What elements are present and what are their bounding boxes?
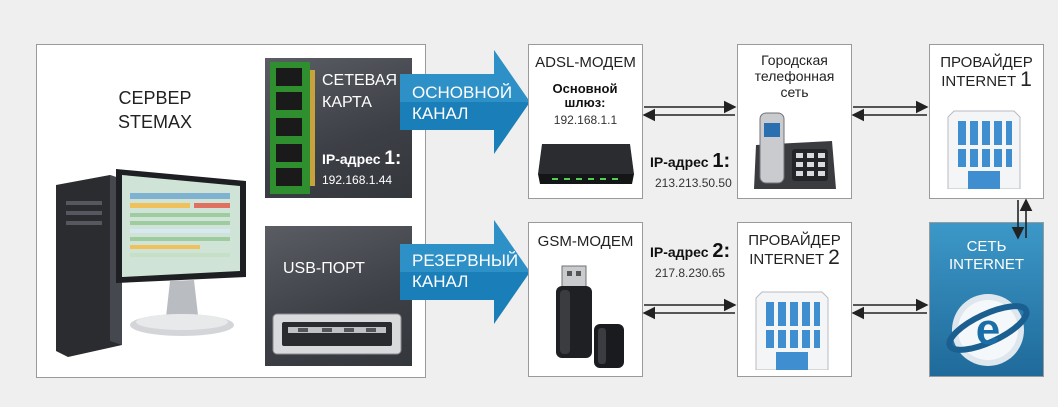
provider-1-building-icon: [947, 110, 1021, 189]
provider-2-title-text: ПРОВАЙДЕР INTERNET: [748, 232, 841, 268]
network-card-label: СЕТЕВАЯ КАРТА: [322, 72, 398, 111]
provider-2-num: 2: [828, 246, 840, 269]
backup-channel-label: РЕЗЕРВНЫЙ КАНАЛ: [412, 251, 519, 291]
main-channel-arrow: [400, 50, 530, 154]
wan-ip-2-text: IP-адрес: [650, 244, 709, 260]
network-card-ip-num: 1:: [384, 148, 402, 169]
svg-text:e: e: [976, 305, 1000, 354]
adsl-gateway-value: 192.168.1.1: [553, 113, 618, 127]
wan-ip-2-num: 2:: [712, 240, 731, 262]
wan-ip-1-num: 1:: [712, 150, 731, 172]
city-phone-title: Городская телефонная сеть: [754, 52, 835, 100]
provider-1-title: ПРОВАЙДЕР INTERNET 1: [929, 54, 1044, 90]
gsm-modem-title: GSM-МОДЕМ: [537, 233, 634, 250]
network-card-ip-text: IP-адрес: [322, 151, 381, 167]
adsl-modem-title: ADSL-МОДЕМ: [535, 54, 636, 71]
usb-port-label: USB-ПОРТ: [283, 260, 365, 277]
provider-2-building-icon: [755, 291, 829, 370]
wan-ip-2-value: 217.8.230.65: [655, 266, 726, 280]
internet-title: СЕТЬ INTERNET: [949, 238, 1024, 273]
main-channel-label: ОСНОВНОЙ КАНАЛ: [412, 83, 513, 123]
server-title: СЕРВЕР STEMAX: [117, 88, 192, 132]
computer-icon: [56, 169, 246, 357]
wan-ip-1-value: 213.213.50.50: [655, 176, 732, 190]
provider-2-title: ПРОВАЙДЕР INTERNET 2: [737, 232, 852, 268]
network-card-ip-value: 192.168.1.44: [322, 173, 393, 187]
adsl-modem-icon: [538, 144, 634, 184]
backup-channel-arrow: [400, 220, 530, 324]
telephone-icon: [754, 112, 836, 189]
provider-1-num: 1: [1020, 68, 1032, 91]
usb-socket-icon: [272, 313, 402, 355]
network-card-icon: [270, 62, 315, 194]
network-card-ip-label: IP-адрес 1:: [322, 148, 412, 170]
wan-ip-1-label: IP-адрес 1:: [650, 150, 745, 173]
wan-ip-1-text: IP-адрес: [650, 154, 709, 170]
wan-ip-2-label: IP-адрес 2:: [650, 240, 745, 263]
usb-modem-icon: [556, 265, 624, 368]
internet-explorer-icon: e: [946, 294, 1030, 366]
provider-1-title-text: ПРОВАЙДЕР INTERNET: [940, 54, 1033, 90]
adsl-gateway-label: Основной шлюз:: [552, 81, 618, 110]
